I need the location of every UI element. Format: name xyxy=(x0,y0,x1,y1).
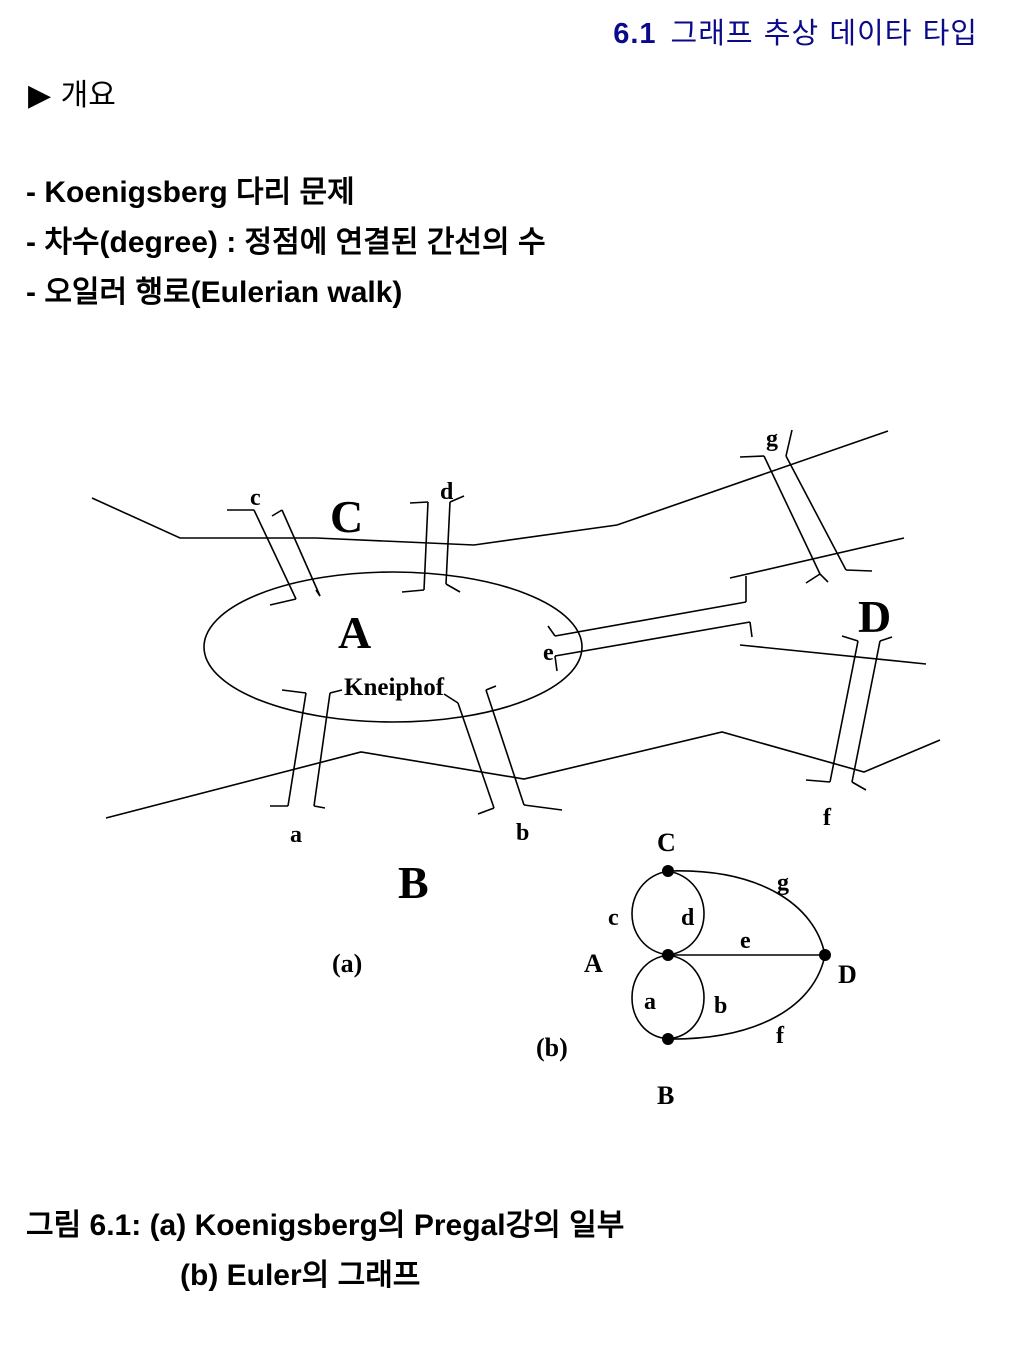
bridge-c xyxy=(227,509,321,606)
region-d-label: D xyxy=(858,591,891,642)
edge-d xyxy=(667,870,705,956)
sublabel-a: (a) xyxy=(332,949,362,978)
figure-caption-line2: (b) Euler의 그래프 xyxy=(180,1259,421,1292)
bridge-c-label: c xyxy=(250,485,261,511)
bridge-d xyxy=(401,495,465,593)
bridge-b xyxy=(443,685,563,815)
section-number: 6.1 xyxy=(613,18,657,50)
vertex-b-label: B xyxy=(657,1081,674,1110)
south-bank xyxy=(105,731,941,819)
vertex-c-label: C xyxy=(657,828,676,857)
edge-f xyxy=(667,954,826,1040)
edge-e-label: e xyxy=(740,928,751,954)
east-bank-lower xyxy=(739,644,927,665)
bridge-f xyxy=(805,635,893,791)
vertex-b xyxy=(662,1033,674,1045)
bullet-eulerian-walk: - 오일러 행로(Eulerian walk) xyxy=(26,276,403,309)
bridge-g-label: g xyxy=(766,426,778,452)
river-map xyxy=(91,429,941,819)
figure-caption-line1: 그림 6.1: (a) Koenigsberg의 Pregal강의 일부 xyxy=(26,1209,625,1242)
edge-a xyxy=(631,954,669,1040)
bullet-list: - Koenigsberg 다리 문제 - 차수(degree) : 정점에 연… xyxy=(26,168,546,318)
bridge-a-label: a xyxy=(290,822,302,848)
edge-a-label: a xyxy=(644,989,656,1015)
bridge-g xyxy=(739,429,873,584)
bullet-koenigsberg: - Koenigsberg 다리 문제 xyxy=(26,176,355,209)
edge-g-label: g xyxy=(777,870,789,896)
edge-b xyxy=(667,954,705,1040)
bridge-a xyxy=(270,689,343,809)
vertex-c xyxy=(662,865,674,877)
bridge-e xyxy=(547,576,753,672)
vertex-d xyxy=(819,949,831,961)
bridge-d-label: d xyxy=(440,479,454,505)
slide-title: 6.1 그래프 추상 데이타 타입 xyxy=(613,10,978,52)
vertex-a-label: A xyxy=(584,949,603,978)
euler-graph-labels: C A D B c d g e a b f (b) xyxy=(536,828,857,1110)
section-title: 개요 xyxy=(60,78,116,113)
edge-f-label: f xyxy=(776,1023,785,1049)
bridge-e-label: e xyxy=(543,640,554,666)
bullet-degree: - 차수(degree) : 정점에 연결된 간선의 수 xyxy=(26,226,546,259)
vertex-d-label: D xyxy=(838,960,857,989)
sublabel-b: (b) xyxy=(536,1033,568,1062)
map-labels: C A D B Kneiphof c d g e a b f (a) xyxy=(250,426,891,978)
edge-c-label: c xyxy=(608,905,619,931)
edge-b-label: b xyxy=(714,993,727,1019)
vertex-a xyxy=(662,949,674,961)
east-bank-upper xyxy=(729,537,905,579)
section-heading: ▶ 개요 xyxy=(28,70,116,114)
triangle-bullet-icon: ▶ xyxy=(28,78,52,113)
bridge-f-label: f xyxy=(823,805,832,831)
edge-g xyxy=(667,870,826,956)
title-text: 그래프 추상 데이타 타입 xyxy=(670,16,978,50)
edge-c xyxy=(631,870,669,956)
euler-graph-vertices xyxy=(662,865,831,1045)
north-bank-left xyxy=(91,430,889,546)
edge-d-label: d xyxy=(681,905,695,931)
euler-graph-edges xyxy=(631,870,826,1040)
region-a-label: A xyxy=(338,607,371,658)
region-c-label: C xyxy=(330,491,363,542)
island-name: Kneiphof xyxy=(344,674,445,701)
kneiphof-island xyxy=(203,571,583,723)
region-b-label: B xyxy=(398,857,429,908)
bridge-b-label: b xyxy=(516,820,529,846)
